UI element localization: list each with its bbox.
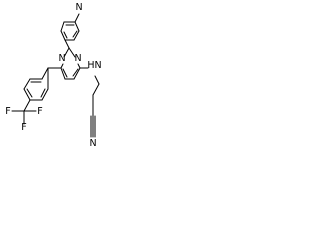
atom-label-pyridine-n: N <box>75 2 82 13</box>
bonds <box>11 13 100 138</box>
bond <box>60 30 66 41</box>
bond <box>63 31 68 39</box>
atom-label-nitrile-n: N <box>89 138 96 149</box>
bond <box>68 47 76 58</box>
bond <box>72 30 78 38</box>
atom-label-pyrimidine-n1: N <box>58 53 65 64</box>
atom-label-pyrimidine-n3: N <box>74 53 81 64</box>
bond <box>64 39 70 49</box>
bond <box>60 67 66 80</box>
atom-label-amine-n: N <box>94 60 101 71</box>
bond <box>77 63 81 69</box>
bond <box>73 67 81 80</box>
bond <box>60 63 64 69</box>
bond <box>40 88 46 98</box>
bond <box>92 83 100 96</box>
bond <box>23 99 31 112</box>
bond <box>23 88 31 101</box>
atom-label-amine-h: H <box>87 60 94 71</box>
bond <box>72 68 79 77</box>
bond <box>23 78 31 90</box>
atom-labels: N N N H N N F F F <box>5 2 101 149</box>
bond <box>74 21 80 32</box>
bond <box>60 21 65 32</box>
bond <box>41 88 49 101</box>
bond <box>74 13 80 23</box>
bond <box>73 30 80 41</box>
bond <box>94 75 100 85</box>
atom-label-fluorine-left: F <box>5 106 10 117</box>
atom-label-fluorine-bottom: F <box>21 122 26 133</box>
bond <box>26 88 33 98</box>
chemical-structure-diagram: N N N H N N F F F <box>5 2 101 149</box>
atom-label-fluorine-right: F <box>37 106 42 117</box>
bond <box>63 47 70 58</box>
bond <box>62 68 68 78</box>
bond <box>41 67 49 80</box>
